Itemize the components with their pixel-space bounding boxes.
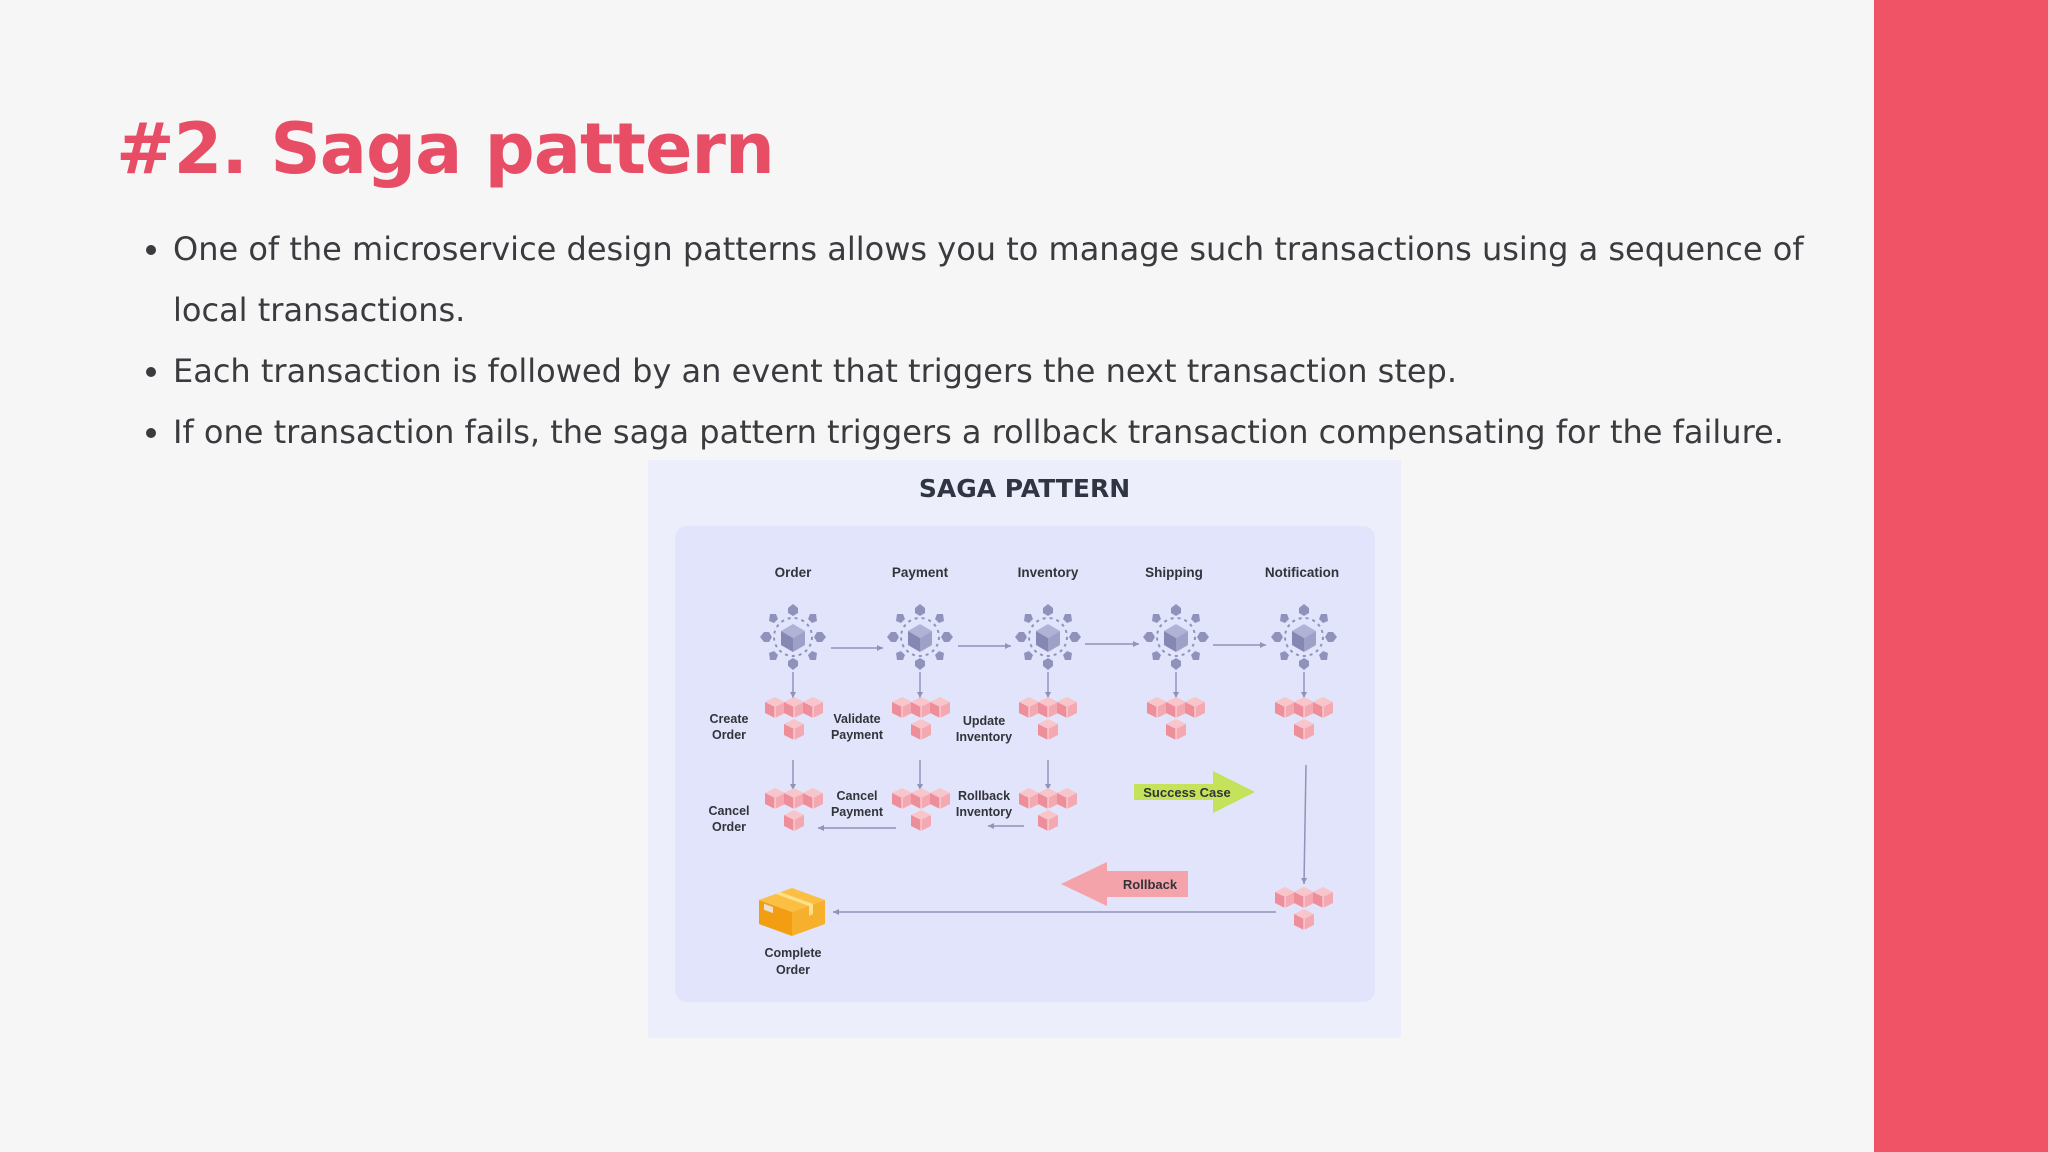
- slide-title: #2. Saga pattern: [116, 108, 775, 190]
- transaction-cubes-icon: [1019, 788, 1077, 831]
- rollback-arrow: Rollback: [1061, 862, 1188, 906]
- service-label-inventory: Inventory: [1018, 565, 1079, 580]
- transaction-cubes-icon: [1019, 697, 1077, 740]
- svg-text:Cancel: Cancel: [837, 789, 878, 803]
- svg-text:Rollback: Rollback: [958, 789, 1010, 803]
- svg-text:Validate: Validate: [833, 712, 880, 726]
- svg-text:Order: Order: [712, 728, 746, 742]
- svg-text:Rollback: Rollback: [1123, 877, 1178, 892]
- transaction-cubes-icon: [765, 697, 823, 740]
- step-label-rollback-inventory: Rollback Inventory: [956, 789, 1012, 819]
- svg-text:Order: Order: [776, 963, 810, 977]
- microservice-hub-icon: [759, 603, 827, 671]
- bullet-item: Each transaction is followed by an event…: [173, 341, 1853, 402]
- svg-text:Inventory: Inventory: [956, 805, 1012, 819]
- transaction-cubes-icon: [892, 788, 950, 831]
- service-label-order: Order: [775, 565, 813, 580]
- package-box-icon: [759, 888, 825, 936]
- microservice-hub-icon: [1142, 603, 1210, 671]
- svg-text:Payment: Payment: [831, 805, 884, 819]
- bullet-list: One of the microservice design patterns …: [133, 219, 1853, 463]
- accent-bar: [1874, 0, 2048, 1152]
- transaction-cubes-icon: [1147, 697, 1205, 740]
- svg-text:Order: Order: [712, 820, 746, 834]
- step-label-cancel-order: Cancel Order: [709, 804, 750, 834]
- transaction-cubes-icon: [1275, 887, 1333, 930]
- svg-text:Update: Update: [963, 714, 1005, 728]
- transaction-cubes-icon: [1275, 697, 1333, 740]
- saga-diagram: SAGA PATTERN: [648, 460, 1401, 1038]
- step-label-complete-order: Complete Order: [765, 946, 822, 977]
- service-label-shipping: Shipping: [1145, 565, 1203, 580]
- transaction-cubes-icon: [892, 697, 950, 740]
- success-case-arrow: Success Case: [1134, 771, 1255, 813]
- svg-text:Cancel: Cancel: [709, 804, 750, 818]
- bullet-item: One of the microservice design patterns …: [173, 219, 1853, 341]
- svg-text:Inventory: Inventory: [956, 730, 1012, 744]
- diagram-title: SAGA PATTERN: [918, 474, 1131, 503]
- microservice-hub-icon: [1270, 603, 1338, 671]
- step-label-update-inventory: Update Inventory: [956, 714, 1012, 744]
- service-label-notification: Notification: [1265, 565, 1339, 580]
- transaction-cubes-icon: [765, 788, 823, 831]
- svg-text:Complete: Complete: [765, 946, 822, 960]
- svg-text:Payment: Payment: [831, 728, 884, 742]
- step-label-validate-payment: Validate Payment: [831, 712, 884, 742]
- svg-text:Create: Create: [710, 712, 749, 726]
- step-label-cancel-payment: Cancel Payment: [831, 789, 884, 819]
- microservice-hub-icon: [1014, 603, 1082, 671]
- diagram-canvas: Order Payment Inventory Shipping Notific…: [709, 565, 1340, 977]
- service-label-payment: Payment: [892, 565, 949, 580]
- svg-text:Success Case: Success Case: [1143, 785, 1230, 800]
- bullet-item: If one transaction fails, the saga patte…: [173, 402, 1853, 463]
- microservice-hub-icon: [886, 603, 954, 671]
- step-label-create-order: Create Order: [710, 712, 749, 742]
